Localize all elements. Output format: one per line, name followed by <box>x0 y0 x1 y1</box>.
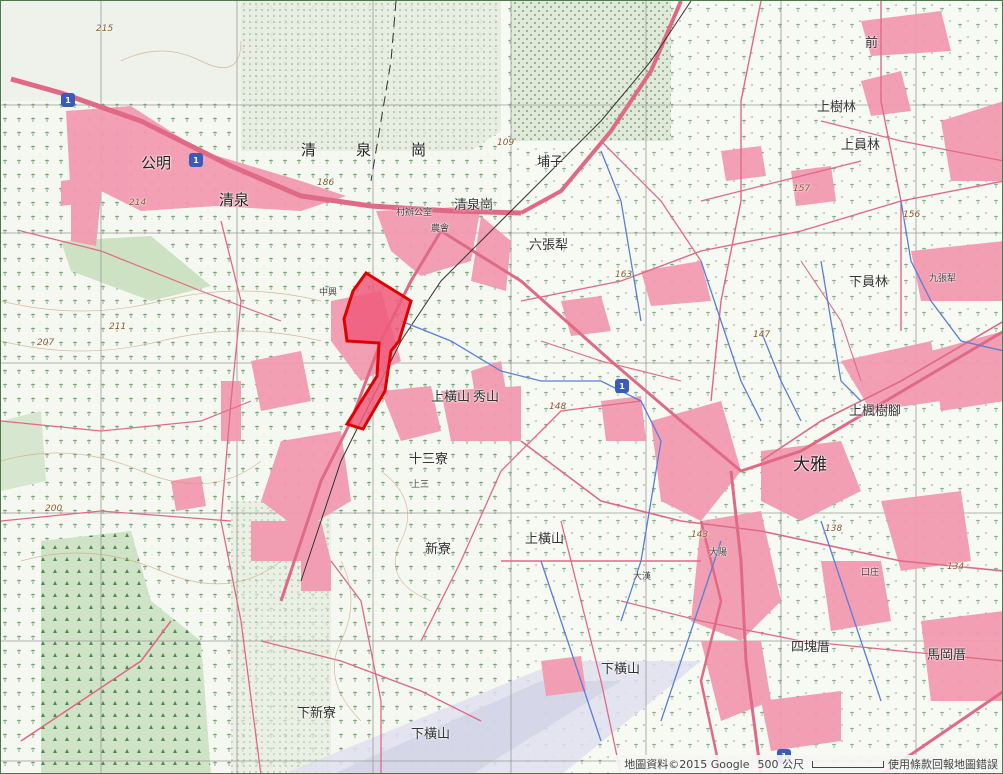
place-label: 秀山 <box>473 390 500 405</box>
elevation-label: 156 <box>903 210 921 220</box>
place-label: 十三寮 <box>409 452 449 467</box>
scale-label: 500 公尺 <box>757 758 805 771</box>
place-label: 前 <box>865 36 879 51</box>
elevation-label: 163 <box>615 270 633 280</box>
place-label: 下新寮 <box>297 706 337 721</box>
attribution-text: 地圖資料©2015 Google <box>624 758 750 771</box>
place-label: 公明 <box>141 154 172 172</box>
elevation-label: 134 <box>947 562 965 572</box>
place-label: 六張犁 <box>529 238 569 253</box>
place-label: 四塊厝 <box>791 640 831 655</box>
place-label: 新寮 <box>425 542 452 557</box>
place-label: 上橫山 <box>431 390 471 405</box>
place-label: 口庄 <box>861 568 880 578</box>
highlighted-parcel[interactable] <box>342 270 413 431</box>
place-label: 大陽 <box>709 548 728 558</box>
place-label: 大漢 <box>633 572 652 582</box>
place-label: 上楓樹腳 <box>849 404 902 419</box>
place-label: 崗 <box>411 141 427 159</box>
terms-link[interactable]: 使用條款 <box>888 758 932 771</box>
place-label: 中興 <box>319 288 338 298</box>
place-label: 下員林 <box>849 275 889 290</box>
elevation-label: 143 <box>691 530 709 540</box>
place-label: 九張犁 <box>929 274 957 284</box>
highway-shield: 1 <box>189 153 203 167</box>
place-label: 清泉崗 <box>454 198 494 213</box>
place-label: 清泉 <box>219 191 250 209</box>
elevation-label: 186 <box>317 178 335 188</box>
elevation-label: 148 <box>549 402 567 412</box>
place-label: 下橫山 <box>411 727 451 742</box>
place-label: 村辦公室 <box>396 208 433 218</box>
place-label: 泉 <box>356 141 372 159</box>
map-attribution-bar: 地圖資料©2015 Google 500 公尺 使用條款 回報地圖錯誤 <box>616 755 1002 773</box>
elevation-label: 157 <box>793 184 811 194</box>
place-label: 上三 <box>411 480 430 490</box>
place-label: 上員林 <box>841 138 881 153</box>
place-label: 農會 <box>431 224 450 234</box>
place-label: 大雅 <box>793 455 827 475</box>
elevation-label: 109 <box>497 138 515 148</box>
place-label: 下橫山 <box>601 662 641 677</box>
place-label: 清 <box>301 141 317 159</box>
scale-bar <box>812 760 884 768</box>
highway-shield: 1 <box>61 93 75 107</box>
elevation-label: 211 <box>109 322 127 332</box>
place-label: 埔子 <box>537 155 564 170</box>
place-label: 上橫山 <box>525 532 565 547</box>
place-label: 馬岡厝 <box>927 648 967 663</box>
elevation-label: 147 <box>753 330 771 340</box>
elevation-label: 207 <box>37 338 55 348</box>
report-error-link[interactable]: 回報地圖錯誤 <box>932 758 998 771</box>
elevation-label: 138 <box>825 524 843 534</box>
elevation-label: 200 <box>45 504 63 514</box>
elevation-label: 215 <box>96 24 114 34</box>
place-label: 上樹林 <box>817 100 857 115</box>
highway-shield: 1 <box>615 379 629 393</box>
elevation-label: 214 <box>129 198 147 208</box>
